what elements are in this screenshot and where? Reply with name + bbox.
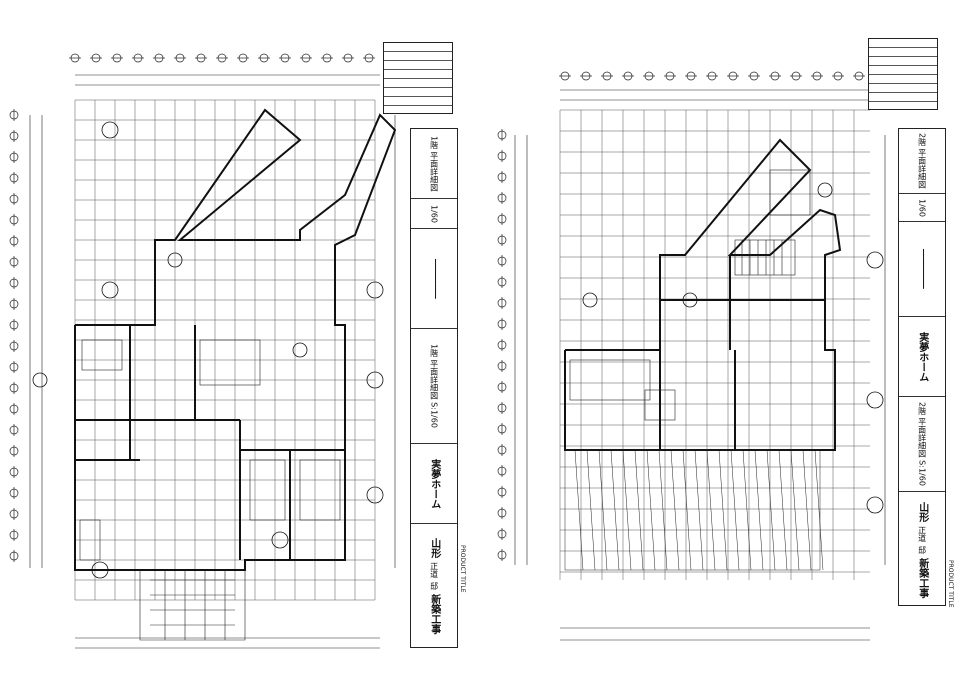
floor1-scale-title: 1階 平面詳細図 S:1/60	[429, 344, 439, 428]
floor1-dimension-lines	[29, 74, 396, 649]
floor2-roof-hatch	[564, 449, 824, 571]
floor2-grid-bubbles-left	[497, 129, 507, 561]
floor2-scale-title-cell: 2階 平面詳細図 S:1/60	[899, 397, 945, 492]
sheet-floor2: 2階 平面詳細図 1/60 ━━━━━━━━━━━ 実夢ホーム 2階 平面詳細図…	[480, 0, 960, 676]
floor2-company: 実夢ホーム	[916, 331, 928, 382]
floor2-inner-lines	[569, 169, 811, 421]
floor1-suffix: 邸	[429, 581, 439, 590]
floor2-scale: 1/60	[917, 198, 927, 217]
sheet-floor1: 1階 平面詳細図 1/60 ━━━━━━━━━━━ 1階 平面詳細図 S:1/6…	[9, 42, 466, 649]
floor2-project: 新築工事	[916, 557, 928, 598]
floor1-scale-cell: 1/60	[411, 199, 457, 229]
floor1-honorific: 正道	[429, 561, 439, 578]
floor1-product-title-label: PRODUCT TITLE	[458, 545, 466, 593]
floor1-drawing-name-cell: 1階 平面詳細図	[411, 129, 457, 199]
floor1-section-markers	[32, 121, 384, 579]
floor1-scale: 1/60	[429, 204, 439, 223]
floor2-project-cell: 山形 正道 邸 新築工事	[899, 492, 945, 607]
floor1-owner: 山形	[428, 537, 440, 558]
floor2-product-title-label: PRODUCT TITLE	[946, 560, 954, 608]
floor2-notes-cell: ━━━━━━━━━━━	[899, 222, 945, 317]
floor1-company-cell: 実夢ホーム	[411, 444, 457, 524]
floor1-drawing-name: 1階 平面詳細図	[429, 135, 439, 192]
floor1-title-block: 1階 平面詳細図 1/60 ━━━━━━━━━━━ 1階 平面詳細図 S:1/6…	[410, 128, 458, 648]
floor2-revision-table	[868, 38, 938, 110]
floor2-walls	[564, 138, 842, 451]
floor2-owner: 山形	[916, 501, 928, 522]
floor2-drawing-name: 2階 平面詳細図	[917, 133, 927, 189]
floor2-drawing	[497, 71, 886, 641]
floor2-grid-bubbles-top	[559, 71, 865, 81]
floor1-grid	[74, 99, 376, 601]
floor2-company-cell: 実夢ホーム	[899, 317, 945, 397]
floor2-suffix: 邸	[917, 545, 927, 554]
floor2-scale-title: 2階 平面詳細図 S:1/60	[917, 402, 927, 486]
floor1-walls	[74, 108, 397, 571]
floor1-revision-table	[383, 42, 453, 114]
floor2-section-markers	[582, 182, 884, 514]
floor1-company: 実夢ホーム	[428, 458, 440, 509]
floor2-honorific: 正道	[917, 525, 927, 542]
floor1-scale-title-cell: 1階 平面詳細図 S:1/60	[411, 329, 457, 444]
floor1-inner-lines	[79, 339, 341, 641]
floor2-grid	[559, 109, 870, 580]
floor1-project-cell: 山形 正道 邸 新築工事	[411, 524, 457, 647]
floor1-project: 新築工事	[428, 593, 440, 634]
floor2-title-block: 2階 平面詳細図 1/60 ━━━━━━━━━━━ 実夢ホーム 2階 平面詳細図…	[898, 128, 946, 606]
floor2-scale-cell: 1/60	[899, 194, 945, 222]
floor1-notes-cell: ━━━━━━━━━━━	[411, 229, 457, 329]
floor2-dimension-lines	[514, 89, 886, 641]
floor2-drawing-name-cell: 2階 平面詳細図	[899, 129, 945, 194]
floor1-grid-bubbles-top	[69, 53, 375, 63]
floor1-drawing	[9, 53, 397, 649]
floor1-grid-bubbles-left	[9, 109, 19, 562]
